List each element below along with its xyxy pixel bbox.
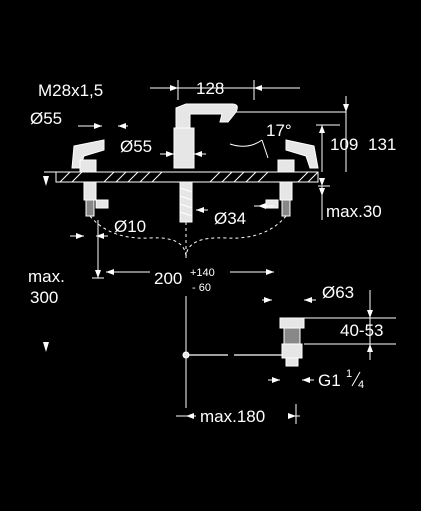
spacing-plus-label: +140 — [190, 267, 215, 279]
hose-left — [89, 215, 187, 259]
dim-128-label: 128 — [196, 79, 224, 98]
dia-63-label: Ø63 — [322, 283, 354, 302]
left-valve-body — [85, 199, 95, 217]
arrow-icon — [272, 377, 280, 383]
pull-rod-knob — [182, 351, 190, 359]
right-handle — [285, 139, 319, 169]
thread-label: M28x1,5 — [38, 81, 103, 100]
dia-34-label: Ø34 — [214, 209, 246, 228]
arrow-icon — [94, 123, 102, 129]
pipe-fraction-numerator: 1 — [346, 368, 352, 380]
left-valve-shank — [83, 181, 97, 201]
max-300-label-line2: 300 — [30, 288, 58, 307]
height-109-label: 109 — [330, 135, 358, 154]
drain-tail — [285, 357, 299, 367]
arrow-icon — [302, 377, 310, 383]
arrow-icon — [288, 413, 296, 419]
arrow-icon — [304, 297, 312, 303]
arrow-icon — [95, 270, 101, 278]
arrow-icon — [170, 85, 178, 91]
arrow-icon — [186, 413, 194, 419]
countertop-hatch — [59, 171, 319, 183]
arrow-icon — [196, 207, 204, 213]
drain-flange — [279, 317, 305, 329]
arrow-icon — [166, 151, 174, 157]
arrow-icon — [264, 297, 272, 303]
arrow-icon — [254, 85, 262, 91]
max-300-label-line1: max. — [28, 267, 65, 286]
drain-body-upper — [283, 327, 301, 345]
arrow-icon — [319, 178, 325, 186]
angle-label: 17° — [266, 121, 292, 140]
arrow-icon — [367, 344, 373, 352]
left-handle-base — [79, 159, 97, 173]
left-valve-outlet — [95, 199, 109, 209]
pipe-fraction-denominator: 4 — [358, 379, 364, 391]
spout-outline — [175, 103, 238, 131]
arrow-icon — [96, 233, 104, 239]
angle-leader — [261, 139, 269, 159]
dia-10-label: Ø10 — [114, 217, 146, 236]
arrow-icon — [266, 269, 274, 275]
max-180-label: max.180 — [200, 407, 265, 426]
pipe-fraction-bar — [351, 371, 361, 387]
arrow-icon — [258, 203, 266, 209]
arrow-icon — [43, 342, 49, 352]
right-valve-body — [281, 199, 291, 217]
drain-body-lower — [281, 343, 303, 359]
arrow-icon — [106, 269, 114, 275]
arrow-icon — [118, 123, 126, 129]
arrow-icon — [367, 310, 373, 318]
countertop — [55, 171, 319, 183]
arrow-icon — [319, 188, 325, 196]
hose-right — [185, 215, 287, 259]
dia-55-spout-label: Ø55 — [120, 137, 152, 156]
right-handle-base — [277, 159, 295, 173]
dia-55-top-label: Ø55 — [30, 109, 62, 128]
spacing-200-label: 200 — [154, 269, 182, 288]
arrow-icon — [319, 125, 325, 133]
pipe-g-label: G1 — [318, 371, 341, 390]
right-valve-shank — [279, 181, 293, 201]
max-30-label: max.30 — [326, 202, 382, 221]
right-valve-outlet — [265, 199, 279, 209]
arrow-icon — [76, 233, 84, 239]
thread-marks — [179, 187, 193, 217]
spacing-minus-label: - 60 — [192, 282, 211, 294]
spout-body — [173, 127, 195, 169]
arrow-icon — [343, 104, 349, 112]
range-40-53-label: 40-53 — [340, 321, 383, 340]
arrow-icon — [194, 151, 202, 157]
height-131-label: 131 — [368, 135, 396, 154]
center-threaded-rod — [179, 181, 193, 223]
arrow-icon — [43, 176, 49, 186]
angle-arc — [229, 139, 263, 147]
